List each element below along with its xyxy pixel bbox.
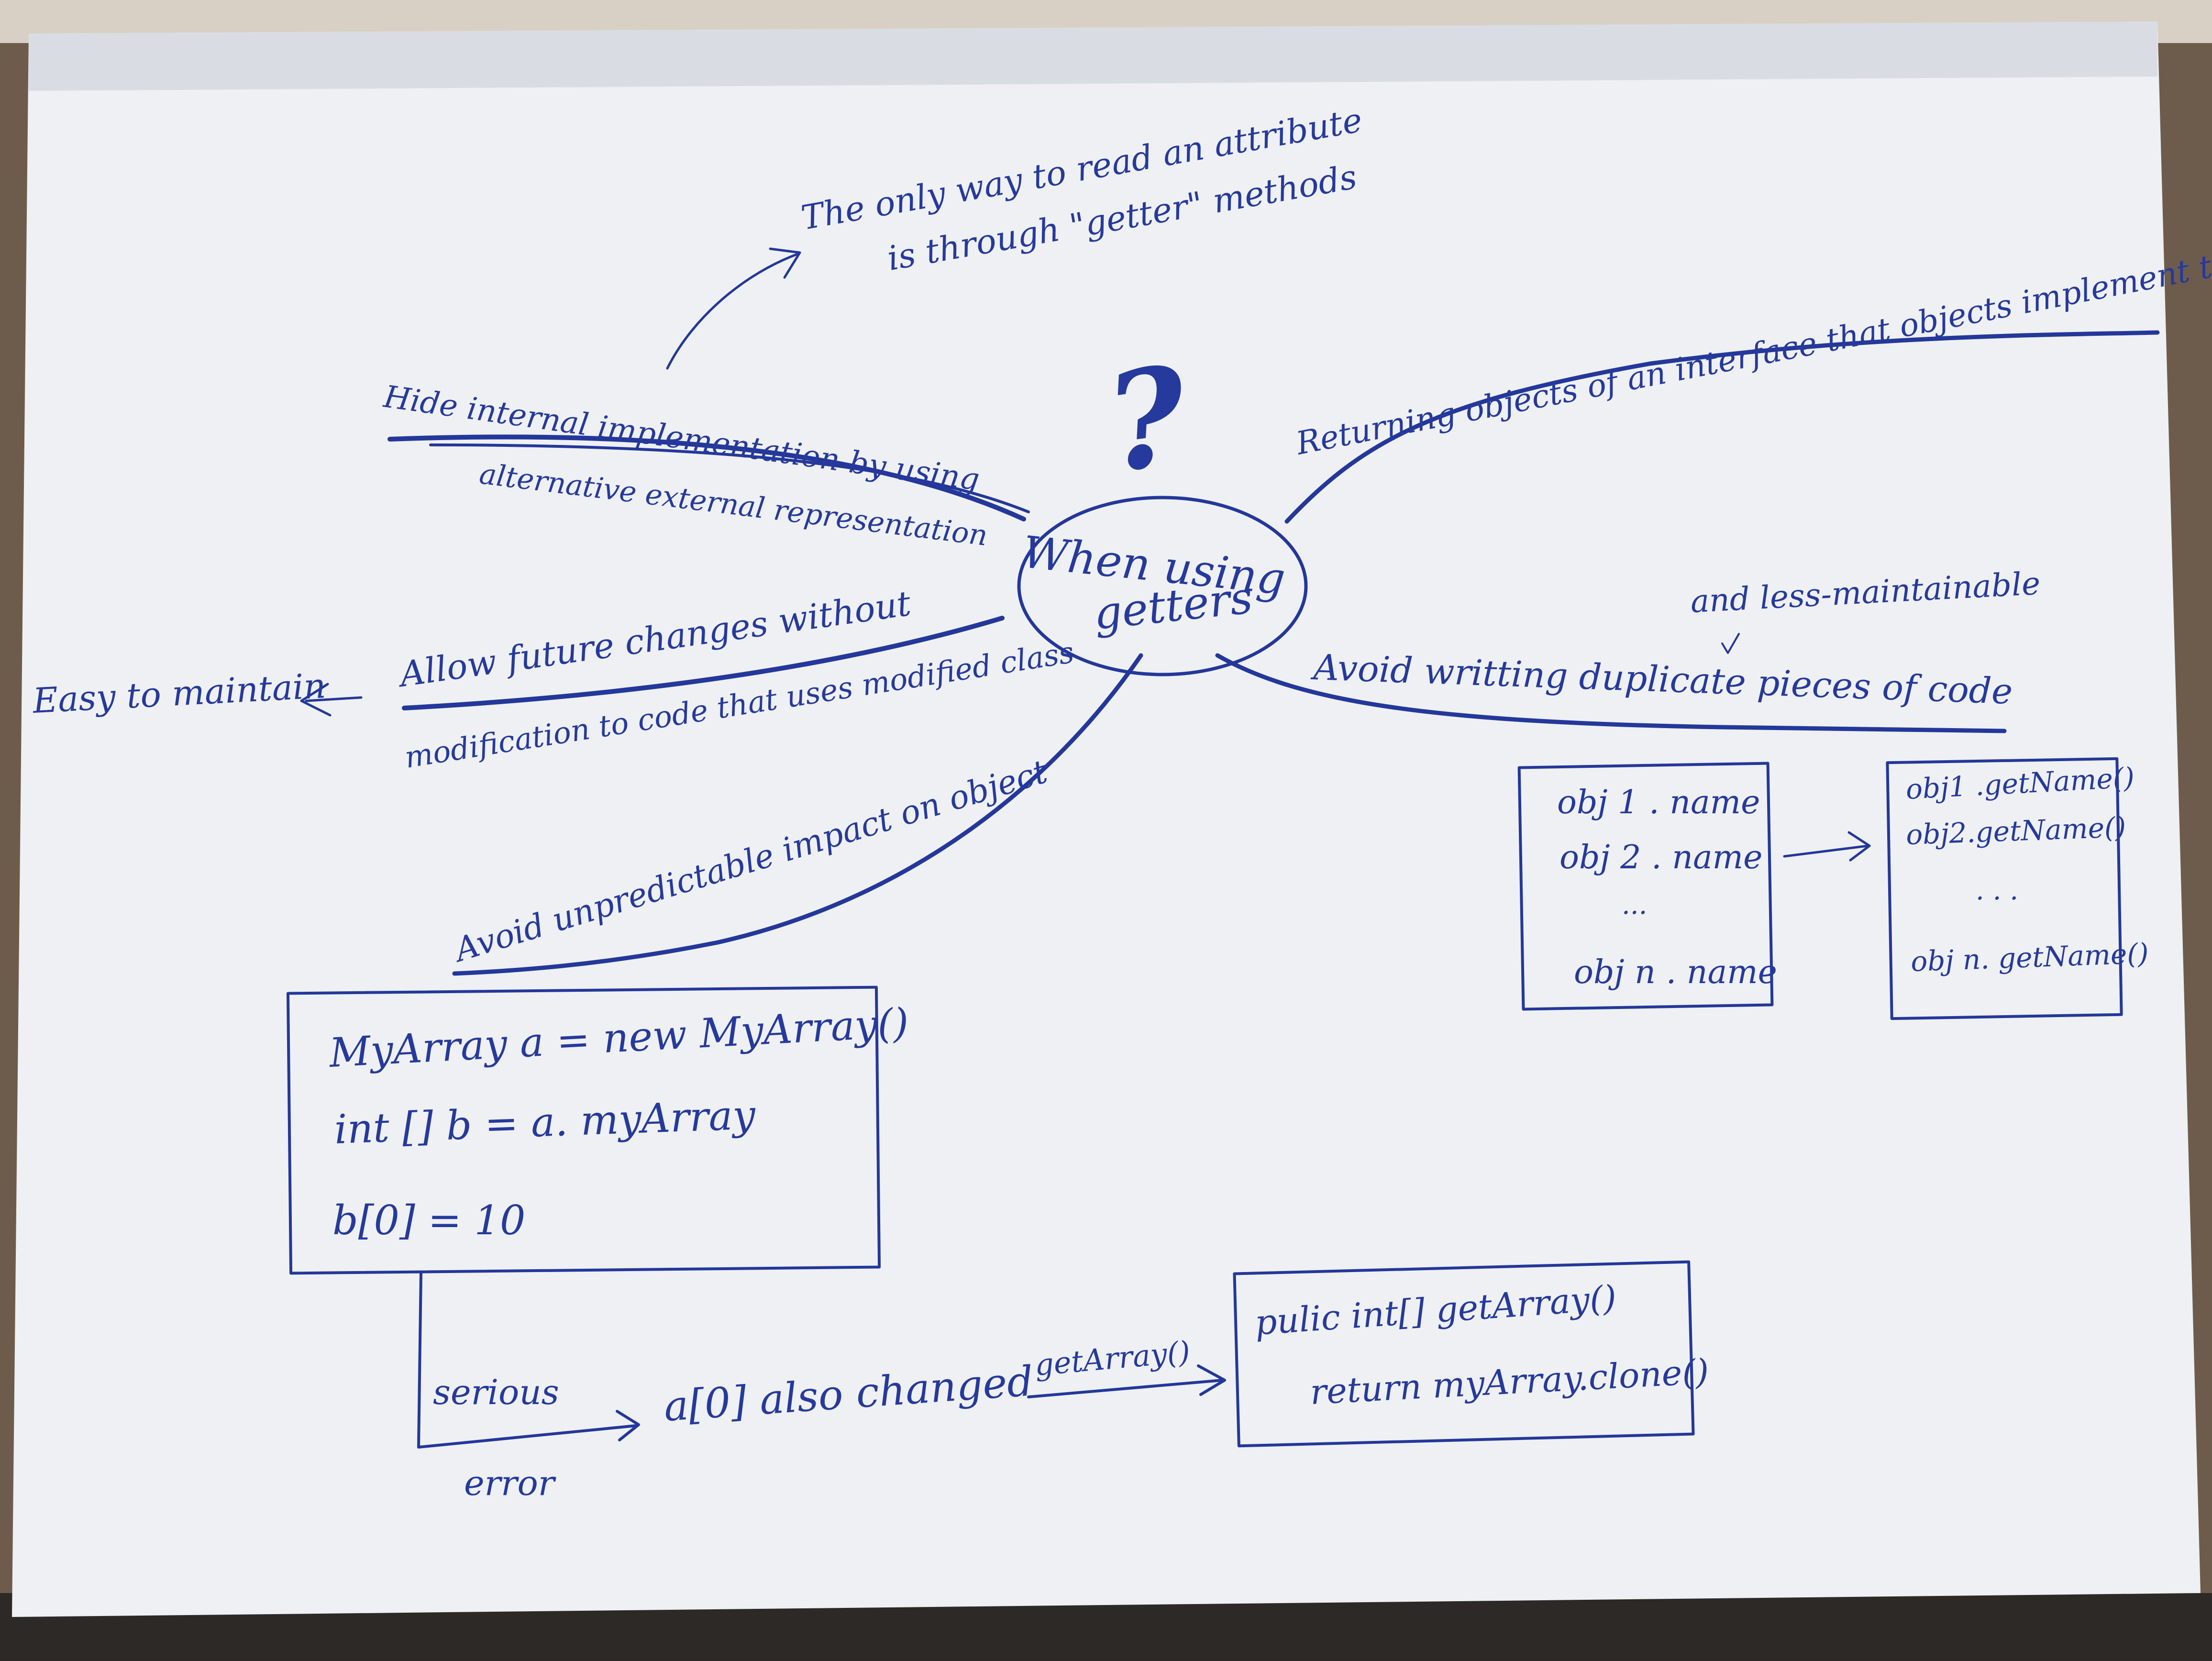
future-side-arrowhead bbox=[300, 683, 332, 717]
after-box bbox=[1886, 757, 2123, 1020]
hide-note-arrow bbox=[666, 252, 800, 370]
code-box bbox=[286, 986, 881, 1275]
before-line-4: obj n . name bbox=[1574, 953, 1777, 991]
code-line-3: b[0] = 10 bbox=[332, 1197, 525, 1244]
fix-arrow bbox=[1027, 1379, 1224, 1398]
branch-duplicate-curve bbox=[1215, 653, 2007, 733]
after-line-3: . . . bbox=[1976, 875, 2018, 906]
branch-future-curve bbox=[402, 616, 1005, 710]
error-label: error bbox=[464, 1463, 556, 1503]
insert-caret bbox=[1721, 633, 1740, 654]
future-side-arrow bbox=[305, 696, 363, 702]
before-line-1: obj 1 . name bbox=[1557, 784, 1760, 821]
branch-hide-curve-lower bbox=[429, 443, 1030, 513]
before-line-3: ... bbox=[1622, 889, 1647, 920]
before-box bbox=[1517, 762, 1774, 1011]
error-arrowhead bbox=[616, 1410, 640, 1441]
serious-label: serious bbox=[433, 1372, 559, 1412]
hide-note-arrowhead bbox=[769, 247, 801, 279]
paper-sheet bbox=[12, 22, 2201, 1617]
error-connector bbox=[417, 1271, 638, 1449]
fix-box bbox=[1233, 1260, 1695, 1448]
after-line-2: obj2.getName() bbox=[1905, 811, 2126, 851]
branch-hide-curve bbox=[387, 434, 1026, 521]
dup-arrowhead bbox=[1847, 831, 1871, 862]
before-line-2: obj 2 . name bbox=[1559, 839, 1762, 876]
center-ellipse bbox=[1017, 496, 1308, 676]
fix-arrowhead bbox=[1197, 1364, 1226, 1396]
branch-returning-curve bbox=[1284, 330, 2160, 524]
branch-avoid-impact-curve bbox=[452, 653, 1143, 976]
dup-arrow bbox=[1783, 844, 1869, 858]
paper-shadow bbox=[29, 22, 2157, 91]
